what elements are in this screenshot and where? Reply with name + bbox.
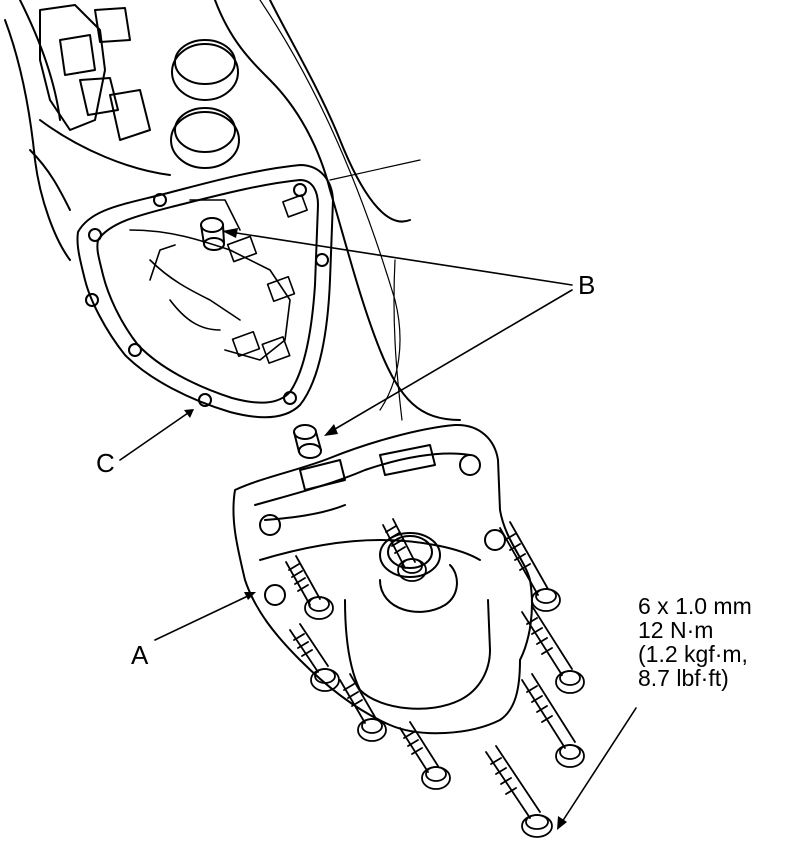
callout-c-label: C bbox=[96, 448, 115, 478]
arrowheads bbox=[184, 228, 567, 830]
gasket-c bbox=[76, 164, 334, 419]
cover-a bbox=[232, 423, 533, 735]
leader-lines bbox=[119, 231, 637, 823]
torque-kgf-text: (1.2 kgf·m, bbox=[638, 641, 748, 667]
bolts bbox=[285, 518, 585, 838]
bolt-7 bbox=[399, 721, 451, 790]
bolt-1 bbox=[382, 518, 427, 582]
dowel-pin-upper bbox=[200, 217, 225, 251]
dowel-pin-lower bbox=[293, 424, 322, 459]
torque-nm-text: 12 N·m bbox=[638, 617, 714, 643]
torque-lbf-text: 8.7 lbf·ft) bbox=[638, 665, 729, 691]
bolt-6 bbox=[339, 673, 387, 742]
callout-a-label: A bbox=[131, 640, 149, 670]
bolt-4 bbox=[521, 605, 585, 694]
bolt-9 bbox=[485, 745, 553, 838]
callout-b-label: B bbox=[578, 270, 596, 300]
bolt-3 bbox=[499, 521, 561, 612]
bolt-size-text: 6 x 1.0 mm bbox=[638, 593, 752, 619]
bolt-5 bbox=[289, 623, 340, 692]
transmission-case bbox=[4, 0, 461, 421]
torque-spec: 6 x 1.0 mm 12 N·m (1.2 kgf·m, 8.7 lbf·ft… bbox=[638, 594, 752, 690]
bolt-8 bbox=[521, 673, 585, 768]
bolt-2 bbox=[285, 555, 334, 620]
